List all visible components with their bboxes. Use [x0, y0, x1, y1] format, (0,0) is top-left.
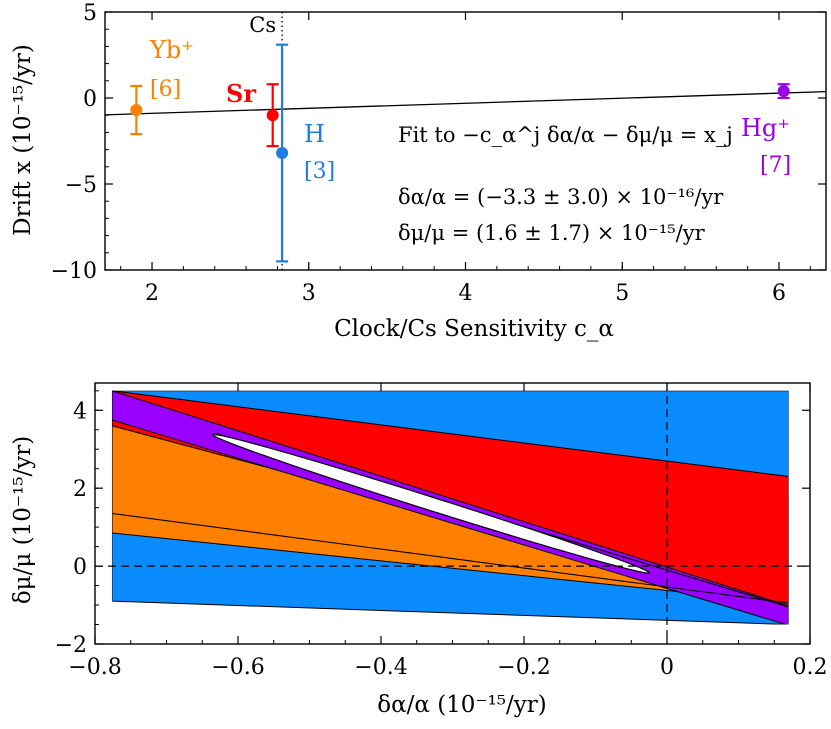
- top-y-axis-title: Drift x (10⁻¹⁵/yr): [10, 44, 36, 236]
- top-x-tick-label: 2: [145, 281, 159, 306]
- h-data-point: [276, 147, 289, 160]
- alpha-result: δα/α = (−3.3 ± 3.0) × 10⁻¹⁶/yr: [398, 185, 724, 209]
- bottom-x-tick-label: −0.2: [497, 655, 550, 680]
- bottom-axes: −0.8 −0.6 −0.4 −0.2 0 0.2 4 2 0 −2: [55, 382, 828, 680]
- mu-result: δμ/μ = (1.6 ± 1.7) × 10⁻¹⁵/yr: [398, 221, 706, 245]
- sr-label: Sr: [226, 79, 256, 108]
- bottom-x-tick-label: 0: [660, 655, 674, 680]
- top-y-tick-label: −5: [65, 173, 97, 198]
- top-axes: 2 3 4 5 6 5 0 −5 −10: [51, 1, 827, 306]
- top-data-points: [130, 43, 790, 263]
- top-y-tick-label: −10: [51, 259, 97, 284]
- bottom-x-axis-title: δα/α (10⁻¹⁵/yr): [377, 692, 547, 718]
- constraint-edge-line: [112, 512, 789, 604]
- h-label: H: [304, 120, 325, 148]
- cs-reference-label: Cs: [249, 13, 276, 37]
- bottom-x-tick-label: 0.2: [793, 655, 828, 680]
- constraint-bands: [112, 390, 789, 625]
- top-x-tick-label: 6: [772, 281, 786, 306]
- bottom-y-tick-label: 4: [73, 399, 87, 424]
- sr-data-point: [266, 109, 279, 122]
- hg-ref-label: [7]: [760, 153, 791, 178]
- top-x-tick-label: 5: [615, 281, 629, 306]
- top-y-tick-label: 0: [83, 87, 97, 112]
- combined-fit-ellipse: [212, 433, 650, 574]
- h-ref-label: [3]: [304, 159, 335, 184]
- bottom-y-tick-label: 2: [73, 477, 87, 502]
- hg-data-point: [777, 85, 790, 98]
- top-x-axis-title: Clock/Cs Sensitivity c_α: [334, 316, 614, 342]
- bottom-x-tick-label: −0.8: [68, 655, 121, 680]
- top-x-tick-label: 4: [459, 281, 473, 306]
- fit-line: [104, 90, 827, 116]
- top-panel: Cs Yb⁺ [6] Sr H [3] Hg⁺ [7] Fit to −c_α^…: [10, 1, 827, 342]
- bottom-y-tick-label: −2: [55, 633, 87, 658]
- bottom-panel: −0.8 −0.6 −0.4 −0.2 0 0.2 4 2 0 −2 δα/α (10⁻¹⁵/yr…: [10, 382, 828, 718]
- hg-label: Hg⁺: [741, 114, 790, 142]
- bottom-x-tick-label: −0.4: [354, 655, 407, 680]
- yb-label: Yb⁺: [149, 36, 194, 64]
- top-y-tick-label: 5: [83, 1, 97, 26]
- top-ref-line-group: Cs: [249, 12, 283, 270]
- bottom-y-axis-title: δμ/μ (10⁻¹⁵/yr): [10, 436, 36, 604]
- yb-data-point: [130, 104, 143, 117]
- fit-equation: Fit to −c_α^j δα/α − δμ/μ = x_j: [398, 123, 733, 147]
- bottom-y-tick-label: 0: [73, 555, 87, 580]
- top-x-tick-label: 3: [302, 281, 316, 306]
- yb-ref-label: [6]: [150, 77, 181, 102]
- bottom-x-tick-label: −0.6: [211, 655, 264, 680]
- zero-dashed-lines: [95, 383, 810, 644]
